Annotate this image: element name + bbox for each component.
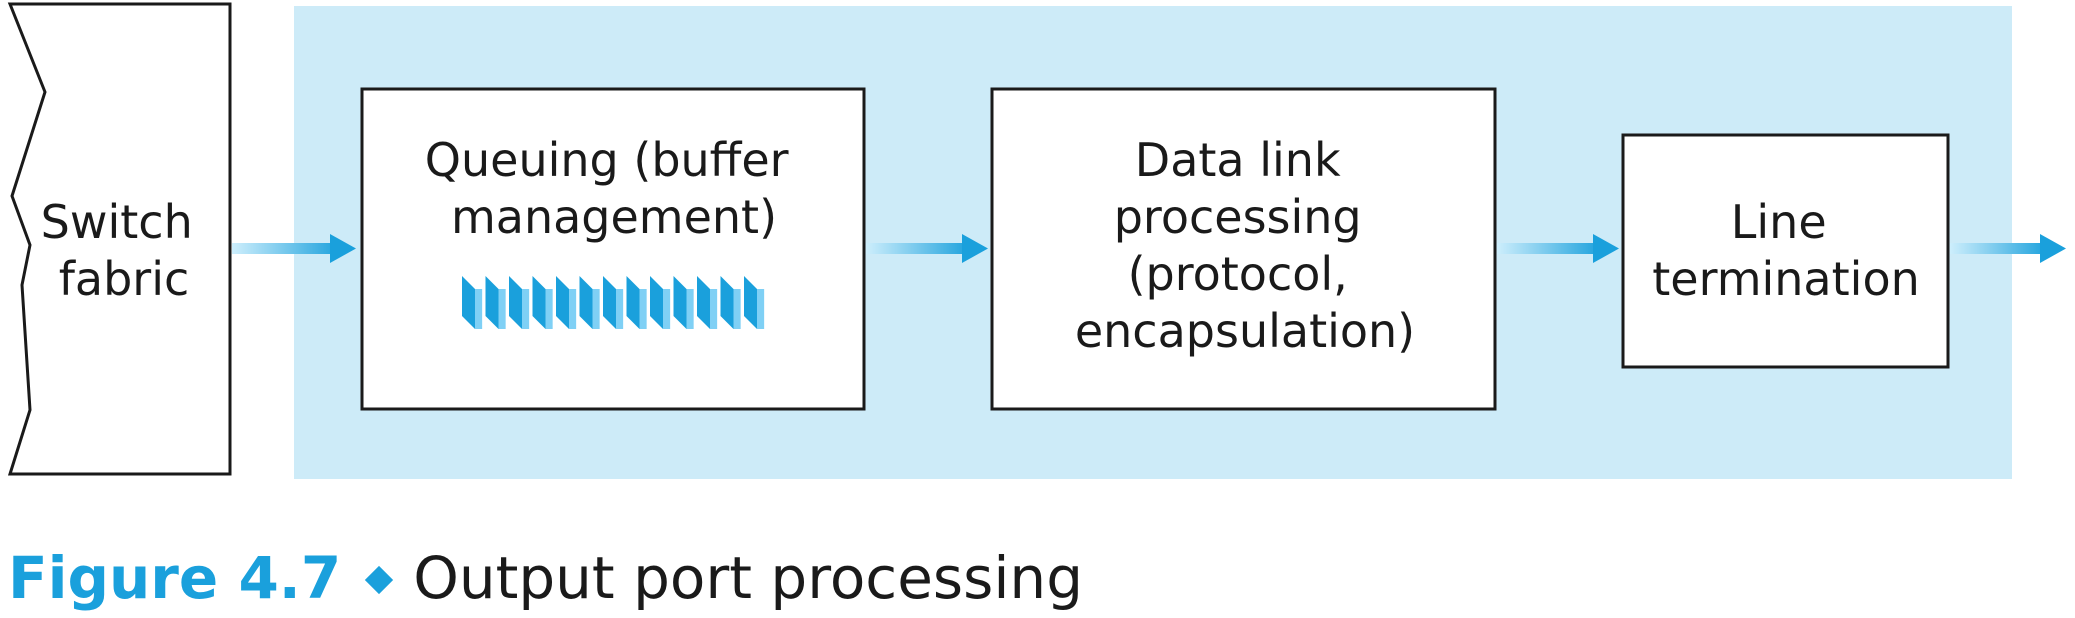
queuing-label-line-2: management) — [451, 190, 777, 244]
buffer-slot-face — [532, 276, 546, 329]
buffer-slot-edge — [545, 289, 553, 329]
buffer-slot-face — [650, 276, 663, 329]
buffer-slot-edge — [498, 289, 506, 329]
switch-fabric: Switch fabric — [7, 2, 232, 476]
arrow-queuing-to-data-link — [866, 234, 988, 263]
buffer-slot-edge — [616, 289, 624, 329]
buffer-slot-face — [626, 276, 640, 329]
buffer-slot-edge — [733, 289, 741, 329]
buffer-slot-face — [603, 276, 616, 329]
right-arrow-icon — [1593, 234, 1619, 263]
arrow-shaft — [866, 243, 972, 254]
buffer-slot — [509, 276, 530, 329]
line-termination-box: Line termination — [1621, 133, 1950, 369]
right-arrow-icon — [962, 234, 988, 263]
buffer-slot — [673, 276, 694, 329]
buffer-slot-face — [697, 276, 710, 329]
arrow-fabric-to-queuing — [232, 234, 356, 263]
arrow-shaft — [232, 243, 342, 254]
data-link-box: Data link processing (protocol, encapsul… — [990, 87, 1497, 411]
buffer-slot-face — [673, 276, 687, 329]
buffer-slot-face — [462, 276, 475, 329]
right-arrow-icon — [330, 234, 356, 263]
output-port-diagram: Switch fabric Queuing (buffer management… — [7, 2, 2066, 479]
buffer-slot-face — [485, 276, 499, 329]
line-termination-box-frame — [1621, 133, 1950, 369]
svg-text:Data link processing: Data link processing (protocol, encapsul… — [1075, 133, 1415, 358]
arrow-line-termination-out — [1950, 234, 2066, 263]
buffer-slot — [697, 276, 718, 329]
arrow-shaft — [1497, 243, 1603, 254]
buffer-slot — [579, 276, 600, 329]
buffer-slot — [603, 276, 624, 329]
svg-text:Queuing (buffer manageme: Queuing (buffer management) — [425, 133, 803, 244]
switch-fabric-label-line-2: fabric — [59, 252, 190, 306]
buffer-slot — [462, 276, 483, 329]
buffer-slot-edge — [757, 289, 765, 329]
svg-text:Switch fabric: Switch fabric — [41, 195, 208, 306]
data-link-box-frame — [990, 87, 1497, 411]
buffer-slot-face — [720, 276, 734, 329]
buffer-slot-face — [556, 276, 569, 329]
buffer-slot — [556, 276, 577, 329]
data-link-label-line-1: Data link — [1135, 133, 1341, 187]
buffer-slot-edge — [686, 289, 694, 329]
queuing-label-line-1: Queuing (buffer — [425, 133, 789, 187]
figure-title: Output port processing — [413, 544, 1084, 612]
right-arrow-icon — [2040, 234, 2066, 263]
buffer-slot-edge — [592, 289, 600, 329]
buffer-slot — [744, 276, 765, 329]
buffer-slot — [720, 276, 741, 329]
queuing-box-frame — [360, 87, 866, 411]
arrow-data-link-to-line-termination — [1497, 234, 1619, 263]
buffer-queue-icon — [462, 276, 765, 329]
switch-fabric-shape — [7, 2, 232, 476]
queuing-box: Queuing (buffer management) — [360, 87, 866, 411]
line-termination-label-line-1: Line — [1731, 195, 1827, 249]
figure-caption: Figure 4.7 Output port processing — [8, 538, 1083, 618]
data-link-label-line-3: (protocol, — [1128, 247, 1348, 301]
buffer-slot — [485, 276, 506, 329]
buffer-slot — [650, 276, 671, 329]
data-link-label-line-4: encapsulation) — [1075, 304, 1415, 358]
svg-text:Line termination: Line termination — [1652, 195, 1920, 306]
switch-fabric-label-line-1: Switch — [41, 195, 193, 249]
buffer-slot-edge — [663, 289, 671, 329]
buffer-slot-edge — [522, 289, 530, 329]
buffer-slot — [626, 276, 647, 329]
diamond-icon — [365, 565, 394, 595]
arrow-shaft — [1950, 243, 2050, 254]
buffer-slot-edge — [639, 289, 647, 329]
buffer-slot-edge — [569, 289, 577, 329]
line-termination-label-line-2: termination — [1652, 252, 1920, 306]
figure-number: Figure 4.7 — [8, 544, 342, 612]
buffer-slot-face — [509, 276, 522, 329]
buffer-slot-face — [744, 276, 757, 329]
buffer-slot-edge — [475, 289, 483, 329]
data-link-label-line-2: processing — [1114, 190, 1362, 244]
buffer-slot — [532, 276, 553, 329]
buffer-slot-edge — [710, 289, 718, 329]
buffer-slot-face — [579, 276, 593, 329]
